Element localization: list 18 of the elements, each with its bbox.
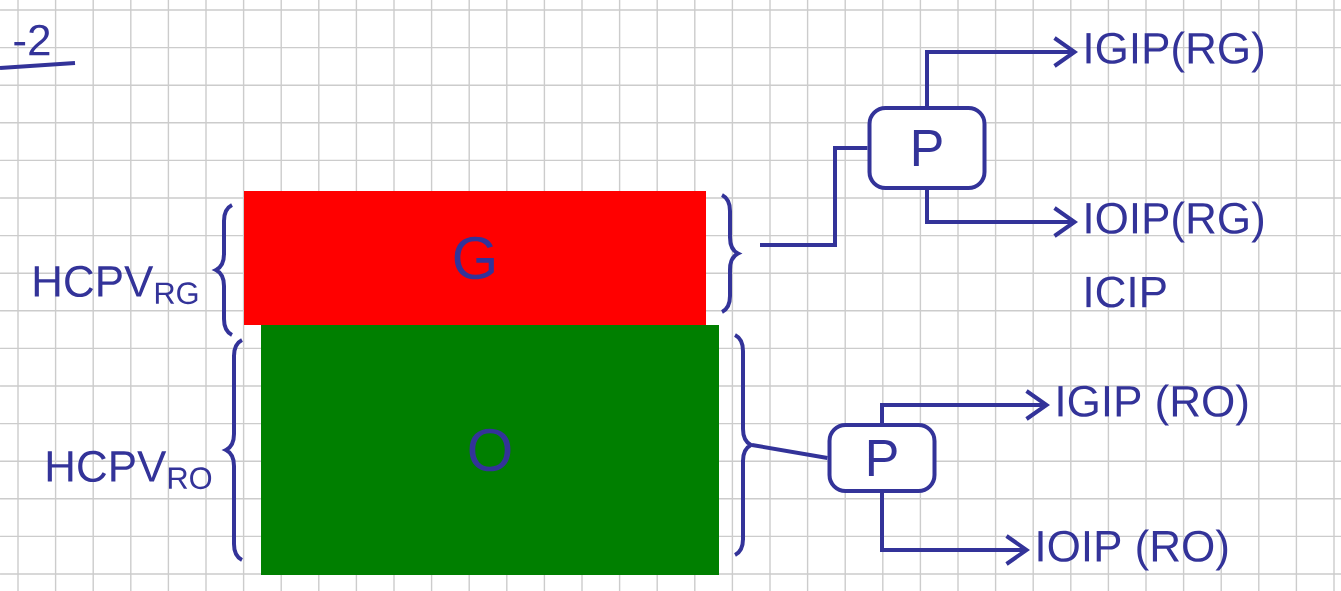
output-label: IGIP (RO) — [1058, 384, 1248, 426]
process-box: P — [867, 106, 987, 190]
volume-label: HCPV$_{RG}$ — [34, 265, 198, 305]
arrow — [925, 36, 1078, 106]
arrow — [925, 190, 1078, 238]
output-label: IOIP(RG) — [1086, 201, 1263, 243]
output-label: IGIP(RG) — [1086, 31, 1263, 73]
layer-band: G — [244, 191, 706, 325]
connector — [751, 443, 828, 460]
process-box: P — [827, 423, 937, 493]
output-label: ICIP — [1086, 276, 1166, 308]
connector — [760, 146, 868, 247]
arrow — [880, 493, 1030, 566]
layer-band: O — [261, 325, 719, 575]
arrow — [880, 389, 1050, 423]
output-label: IOIP (RO) — [1038, 529, 1228, 571]
heading-label: -2 — [0, 24, 76, 70]
volume-label: HCPV$_{RO}$ — [47, 450, 212, 490]
